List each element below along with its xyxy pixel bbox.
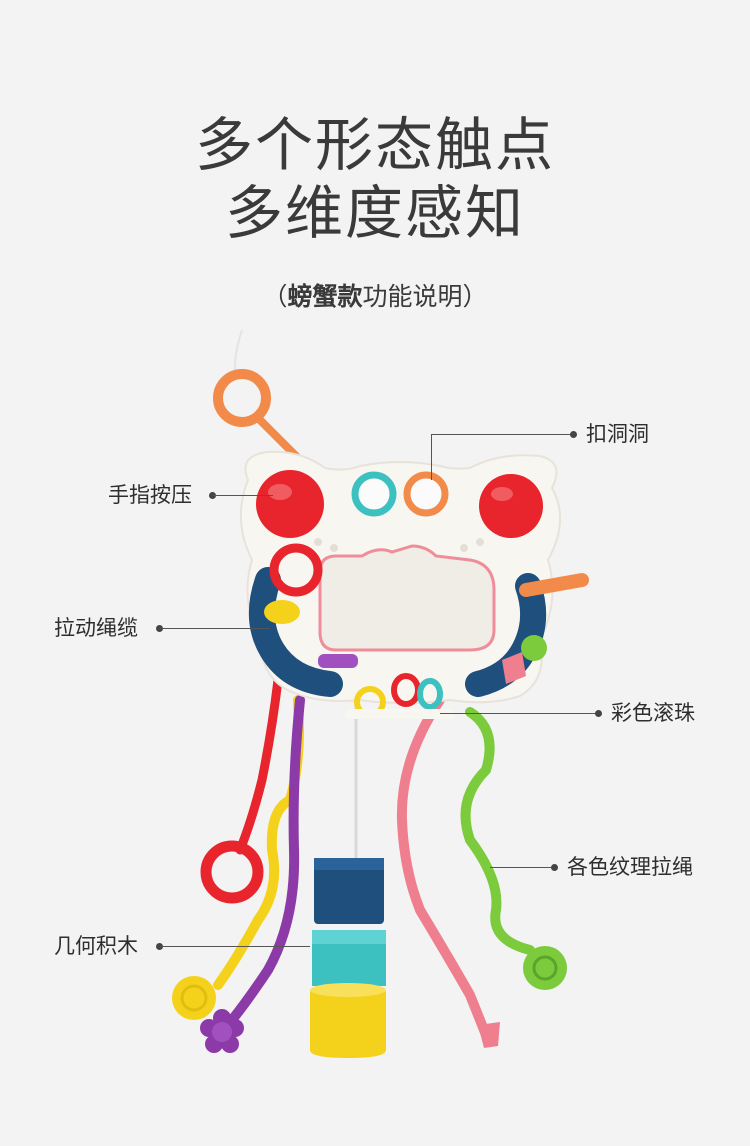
callout-rope-dot bbox=[156, 625, 163, 632]
geometric-blocks bbox=[310, 858, 386, 1058]
headline-line-2: 多维度感知 bbox=[224, 179, 525, 247]
callout-beads-label: 彩色滚珠 bbox=[611, 701, 695, 725]
callout-press-dot bbox=[209, 492, 216, 499]
side-track-right bbox=[465, 573, 589, 697]
headline-line-1: 多个形态触点 bbox=[194, 111, 555, 179]
callout-buckle-vline bbox=[431, 434, 432, 480]
subtitle-model-name: 螃蟹款 bbox=[287, 282, 363, 311]
side-track-left bbox=[248, 543, 358, 697]
subtitle: （螃蟹款功能说明） bbox=[0, 280, 750, 314]
subtitle-close-paren: ） bbox=[462, 282, 488, 311]
red-pop-button-right bbox=[479, 474, 543, 538]
callout-rope-label: 拉动绳缆 bbox=[54, 616, 138, 640]
callout-beads-line bbox=[440, 713, 596, 714]
callout-rope-line bbox=[160, 628, 270, 629]
callout-press-line bbox=[213, 495, 273, 496]
subtitle-open-paren: （ bbox=[262, 282, 288, 311]
callout-blocks-label: 几何积木 bbox=[54, 934, 138, 958]
callout-blocks-dot bbox=[156, 943, 163, 950]
callout-textured-dot bbox=[551, 864, 558, 871]
callout-textured-label: 各色纹理拉绳 bbox=[567, 855, 693, 879]
pull-ropes bbox=[172, 675, 567, 1053]
callout-buckle-line bbox=[431, 434, 571, 435]
callout-press-label: 手指按压 bbox=[108, 483, 192, 507]
buckle-holes bbox=[351, 471, 449, 517]
red-pop-button-left bbox=[256, 470, 324, 538]
callout-buckle-label: 扣洞洞 bbox=[586, 422, 649, 446]
callout-beads-dot bbox=[595, 710, 602, 717]
callout-blocks-line bbox=[160, 946, 310, 947]
callout-buckle-dot bbox=[570, 431, 577, 438]
subtitle-description: 功能说明 bbox=[362, 282, 463, 311]
callout-textured-line bbox=[490, 867, 552, 868]
rolling-beads bbox=[345, 673, 455, 719]
